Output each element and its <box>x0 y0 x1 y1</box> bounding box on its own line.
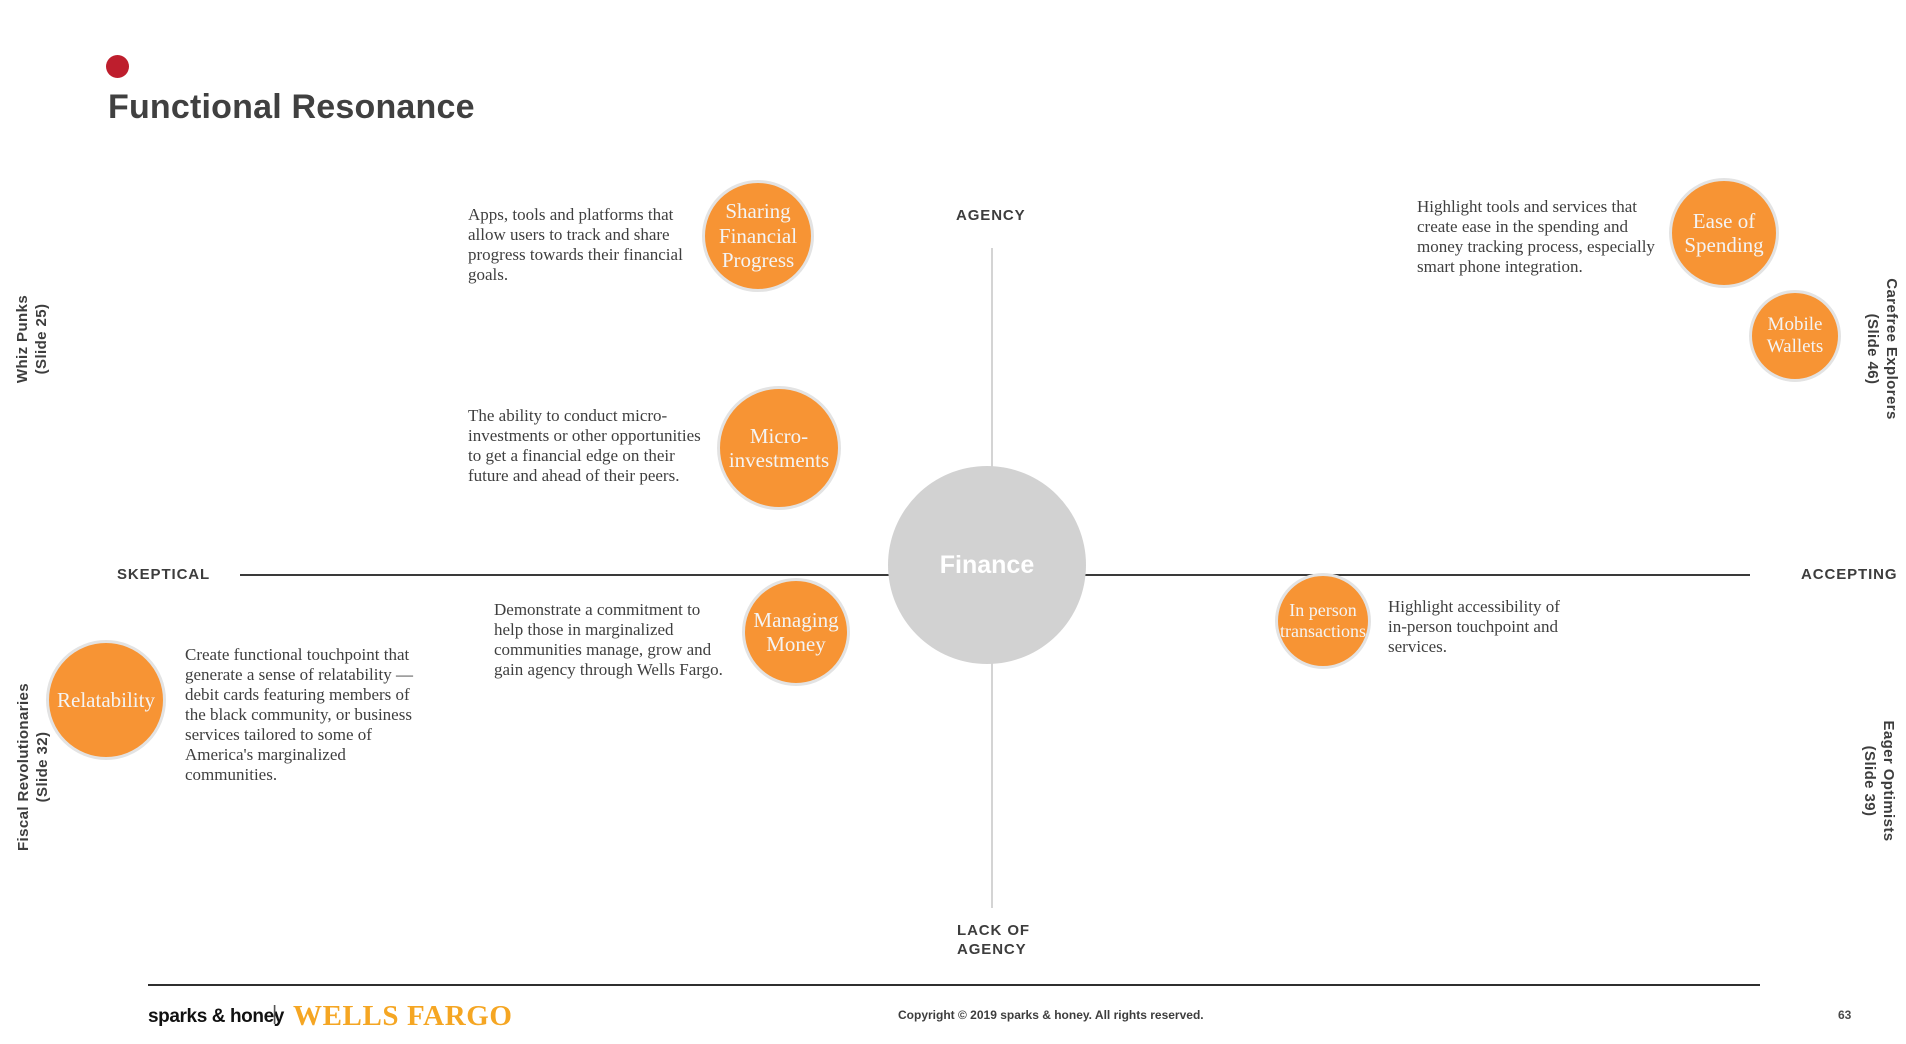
bubble-finance-center[interactable]: Finance <box>888 466 1086 664</box>
page-title: Functional Resonance <box>108 88 475 126</box>
bubble-micro-investments[interactable]: Micro- investments <box>717 386 841 510</box>
description-relatability: Create functional touchpoint that genera… <box>185 645 413 784</box>
axis-label-accepting: ACCEPTING <box>1801 566 1898 583</box>
footer-divider <box>148 984 1760 986</box>
logo-separator: | <box>272 1003 278 1025</box>
bubble-sharing-financial-progress[interactable]: Sharing Financial Progress <box>702 180 814 292</box>
description-sharing-financial-progress: Apps, tools and platforms that allow use… <box>468 205 683 284</box>
axis-label-skeptical: SKEPTICAL <box>117 566 211 583</box>
description-managing-money: Demonstrate a commitment to help those i… <box>494 600 723 679</box>
logo-sparks-and-honey: sparks & honey <box>148 1006 284 1027</box>
segment-label-eager-optimists: Eager Optimists (Slide 39) <box>1861 720 1897 842</box>
segment-label-carefree-explorers: Carefree Explorers (Slide 46) <box>1864 278 1900 420</box>
bubble-mobile-wallets[interactable]: Mobile Wallets <box>1749 290 1841 382</box>
description-micro-investments: The ability to conduct micro-investments… <box>468 406 701 485</box>
bubble-in-person-transactions[interactable]: In person transactions <box>1275 573 1371 669</box>
axis-label-lack-of-agency: LACK OF AGENCY <box>957 922 1030 958</box>
bubble-relatability[interactable]: Relatability <box>46 640 166 760</box>
segment-label-whiz-punks: Whiz Punks (Slide 25) <box>14 294 50 384</box>
description-ease-of-spending: Highlight tools and services that create… <box>1417 197 1655 276</box>
brand-dot-icon <box>106 55 129 78</box>
page-number: 63 <box>1838 1008 1852 1022</box>
description-in-person-transactions: Highlight accessibility of in-person tou… <box>1388 597 1560 656</box>
axis-label-agency: AGENCY <box>956 207 1026 224</box>
copyright-text: Copyright © 2019 sparks & honey. All rig… <box>898 1008 1204 1022</box>
bubble-ease-of-spending[interactable]: Ease of Spending <box>1669 178 1779 288</box>
logo-wells-fargo: WELLS FARGO <box>293 1000 513 1032</box>
bubble-managing-money[interactable]: Managing Money <box>742 578 850 686</box>
